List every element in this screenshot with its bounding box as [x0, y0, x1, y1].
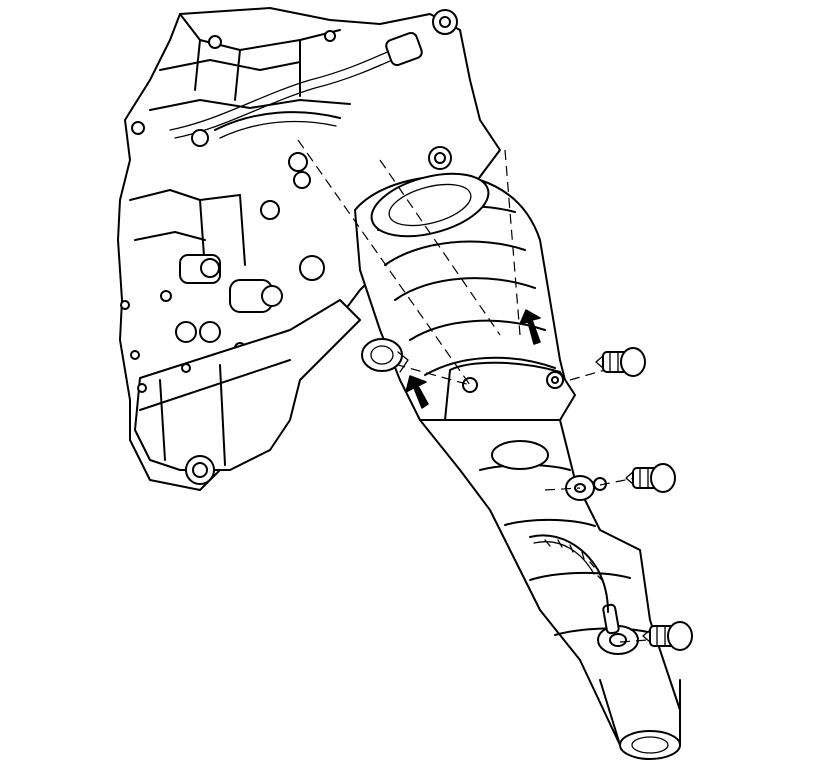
- engine-block-icon: [117, 7, 501, 491]
- bolt-right-middle: [625, 463, 676, 493]
- arrow-lower: [405, 375, 429, 409]
- direction-arrow-icon: [405, 309, 541, 409]
- bolt-right-lower: [642, 621, 693, 651]
- alignment-guides: [297, 139, 649, 643]
- wiring-harness-icon: [529, 534, 609, 613]
- bolt-left: [361, 338, 409, 373]
- transmission-housing-icon: [354, 172, 681, 760]
- arrow-upper: [519, 309, 541, 345]
- bolt-right-upper: [595, 347, 646, 377]
- bolt-icon: [361, 338, 693, 651]
